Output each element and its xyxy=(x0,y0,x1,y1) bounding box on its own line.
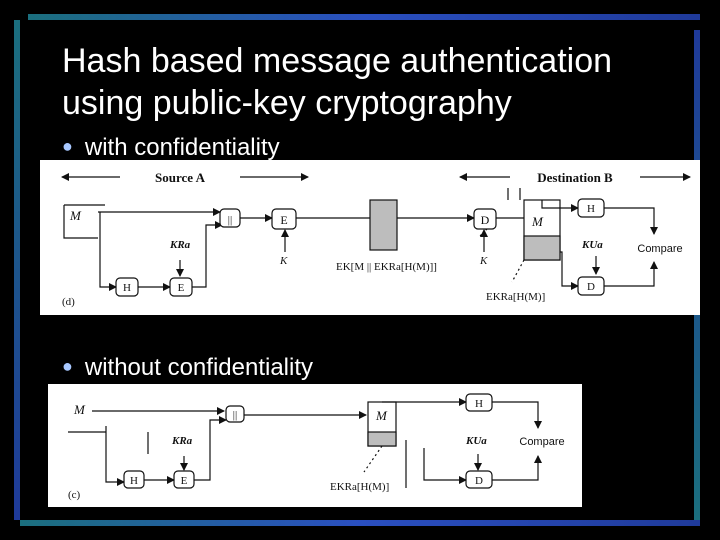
signature-part-c xyxy=(367,431,397,447)
destination-label: Destination B xyxy=(537,170,613,185)
ciphertext-box-d xyxy=(369,199,398,251)
decrypt-label-bottom-d: D xyxy=(587,281,595,293)
encrypt-small-box-d xyxy=(169,277,193,297)
secret-key-left-d: K xyxy=(279,255,288,267)
diagram-without-confidentiality: M || M H E H D KRa KUa Compare EKRa[H(M)… xyxy=(48,384,582,507)
hash-box-top-c xyxy=(465,393,493,412)
decrypt-box-d xyxy=(473,208,497,230)
message-m-right-c: M xyxy=(375,408,388,423)
decrypt-label-d: D xyxy=(481,213,490,227)
source-label: Source A xyxy=(155,170,206,185)
private-key-label-d: KRa xyxy=(169,239,191,251)
hash-label-top-c: H xyxy=(475,398,483,410)
signature-part-d xyxy=(523,235,561,261)
hash-box-left-c xyxy=(123,470,145,489)
hash-box-left-d xyxy=(115,277,139,297)
figure-label-c: (c) xyxy=(68,489,81,501)
encrypt-small-label-d: E xyxy=(178,282,185,294)
bullet1-text: with confidentiality xyxy=(84,134,280,161)
public-key-label-c: KUa xyxy=(465,435,487,447)
encrypt-box-d xyxy=(271,208,297,230)
encrypt-box-c xyxy=(173,470,195,489)
decrypt-box-c xyxy=(465,470,493,489)
concat-box-c xyxy=(225,405,245,423)
private-key-label-c: KRa xyxy=(171,435,193,447)
formula-bottom-d: EKRa[H(M)] xyxy=(486,291,545,303)
hash-label-top-d: H xyxy=(587,203,595,215)
diagram-d-svg: Source A Destination B M || E D M H E H … xyxy=(61,170,691,308)
encrypt-label-c: E xyxy=(181,475,188,487)
hash-box-top-d xyxy=(577,198,605,218)
compare-label-d: Compare xyxy=(637,243,682,255)
slide-title-line1: Hash based message authentication xyxy=(62,42,613,80)
diagram-c-svg: M || M H E H D KRa KUa Compare EKRa[H(M)… xyxy=(68,393,565,501)
decrypt-box-bottom-d xyxy=(577,276,605,296)
concat-label-c: || xyxy=(233,409,237,421)
formula-c: EKRa[H(M)] xyxy=(330,481,389,493)
frame-top-bar xyxy=(28,14,700,20)
encrypt-label-d: E xyxy=(280,213,287,227)
formula-mid-d: EK[M || EKRa[H(M)]] xyxy=(336,261,437,273)
hash-label-left-d: H xyxy=(123,282,131,294)
message-m-right: M xyxy=(531,214,544,229)
bullet-dot-icon-2: ● xyxy=(62,356,73,376)
slide-title-line2: using public-key cryptography xyxy=(62,84,512,122)
bullet2-text: without confidentiality xyxy=(84,354,314,381)
message-m-left-c: M xyxy=(73,402,86,417)
diagram-with-confidentiality: Source A Destination B M || E D M H E H … xyxy=(40,160,700,315)
message-m-left: M xyxy=(69,208,82,223)
decrypt-label-c: D xyxy=(475,475,483,487)
figure-label-d: (d) xyxy=(62,296,75,308)
concat-box-d xyxy=(219,208,241,228)
frame-left-bar xyxy=(14,20,20,520)
concat-label-d: || xyxy=(228,214,232,226)
bullet-dot-icon: ● xyxy=(62,136,73,156)
frame-bottom-bar xyxy=(20,520,700,526)
slide-title: Hash based message authentication using … xyxy=(62,40,682,124)
compare-label-c: Compare xyxy=(519,436,564,448)
hash-label-left-c: H xyxy=(130,475,138,487)
secret-key-right-d: K xyxy=(479,255,488,267)
bullet-without-confidentiality: ● without confidentiality xyxy=(62,354,313,383)
bullet-with-confidentiality: ● with confidentiality xyxy=(62,134,280,163)
public-key-label-d: KUa xyxy=(581,239,603,251)
